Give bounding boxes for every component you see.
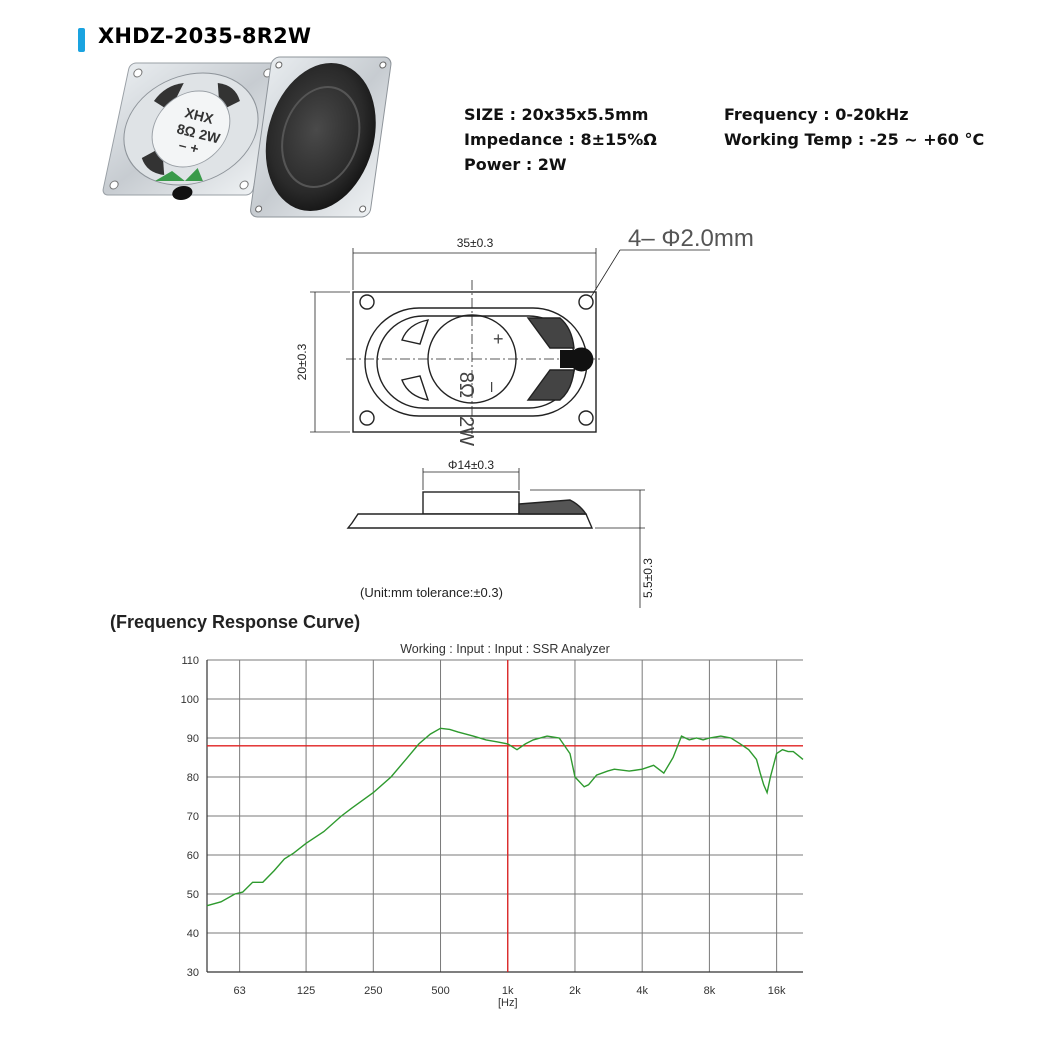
- x-tick-label: 250: [364, 985, 382, 997]
- frequency-response-heading: (Frequency Response Curve): [110, 612, 361, 632]
- spec-list-right: Frequency : 0-20kHz Working Temp : -25 ~…: [724, 102, 984, 152]
- drawing-magnet: [560, 347, 594, 372]
- y-tick-label: 80: [187, 772, 199, 784]
- y-tick-label: 30: [187, 967, 199, 979]
- title-accent-bar: [78, 28, 85, 52]
- x-tick-label: 16k: [768, 985, 786, 997]
- chart-axes: [206, 660, 803, 973]
- spec-list-left: SIZE : 20x35x5.5mm Impedance : 8±15%Ω Po…: [464, 102, 657, 177]
- spec-working-temp: Working Temp : -25 ~ +60 °C: [724, 130, 985, 149]
- x-tick-label: 125: [297, 985, 315, 997]
- product-title: XHDZ-2035-8R2W: [98, 24, 312, 48]
- chart-title: Working : Input : Input : SSR Analyzer: [400, 642, 610, 656]
- photo-marking-poles: – +: [177, 136, 200, 156]
- response-curve: [206, 727, 804, 907]
- x-tick-label: 8k: [704, 985, 716, 997]
- spec-power: Power : 2W: [464, 155, 567, 174]
- spec-size: SIZE : 20x35x5.5mm: [464, 105, 649, 124]
- frequency-response-chart: Working : Input : Input : SSR Analyzer 3…: [181, 642, 804, 1009]
- speaker-front-view: [250, 56, 392, 218]
- y-tick-label: 100: [181, 694, 199, 706]
- depth-dimension-label: 5.5±0.3: [641, 558, 655, 598]
- reference-lines: [207, 660, 803, 972]
- height-dimension-label: 20±0.3: [295, 343, 309, 380]
- x-tick-label: 63: [234, 985, 246, 997]
- y-tick-label: 70: [187, 811, 199, 823]
- y-tick-label: 40: [187, 928, 199, 940]
- x-tick-label: 2k: [569, 985, 581, 997]
- y-tick-label: 60: [187, 850, 199, 862]
- spec-frequency: Frequency : 0-20kHz: [724, 105, 909, 124]
- unit-tolerance-note: (Unit:mm tolerance:±0.3): [360, 585, 503, 600]
- product-photo: XHX 8Ω 2W – +: [102, 56, 392, 218]
- chart-ticks: 30 40 50 60 70 80 90 100 110 63 125 250 500 1k 2k 4k 8k 1…: [181, 655, 786, 997]
- cone-impedance-label: 8Ω: [455, 372, 477, 398]
- cone-minus-label: –: [483, 382, 503, 392]
- cone-plus-label: +: [493, 329, 504, 349]
- hole-diameter-note: 4– Φ2.0mm: [628, 225, 754, 252]
- y-tick-label: 110: [181, 655, 199, 667]
- magnet-dimension-label: Φ14±0.3: [448, 458, 495, 472]
- speaker-back-view: [102, 62, 280, 200]
- x-tick-label: 4k: [636, 985, 648, 997]
- width-dimension-label: 35±0.3: [457, 236, 494, 250]
- chart-series: [206, 727, 804, 907]
- x-axis-label: [Hz]: [498, 997, 518, 1009]
- x-tick-label: 500: [431, 985, 449, 997]
- x-tick-label: 1k: [502, 985, 514, 997]
- spec-impedance: Impedance : 8±15%Ω: [464, 130, 657, 149]
- photo-marking-brand: XHX: [183, 104, 215, 127]
- dimension-drawing: 35±0.3 20±0.3 4– Φ2.0mm Φ14±0.3 5.5±0.3 …: [295, 225, 754, 608]
- y-tick-label: 50: [187, 889, 199, 901]
- cone-rating-label: 2W: [455, 416, 477, 446]
- y-tick-label: 90: [187, 733, 199, 745]
